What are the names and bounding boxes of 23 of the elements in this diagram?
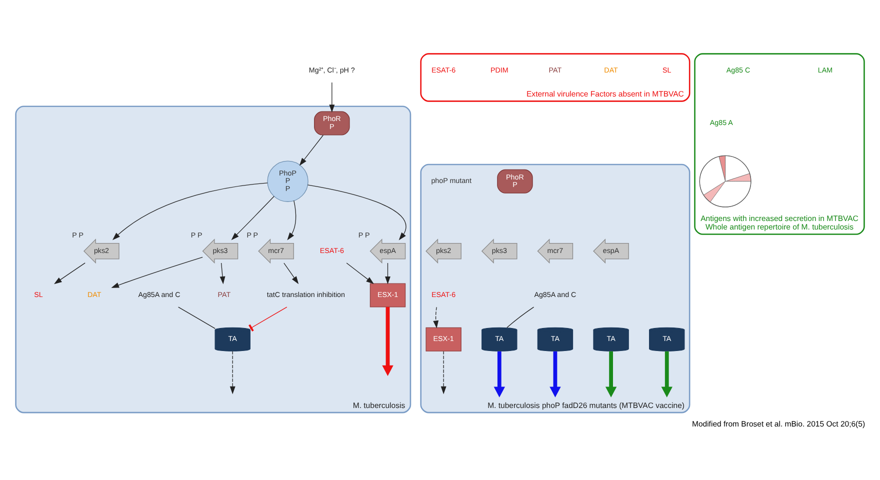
arrow	[54, 262, 86, 284]
arrow	[307, 184, 406, 240]
arrow	[299, 134, 324, 166]
connector	[506, 306, 534, 328]
connector	[248, 306, 288, 332]
arrow	[385, 262, 390, 284]
arrow	[440, 351, 446, 394]
arrow	[230, 351, 236, 394]
arrow	[605, 351, 617, 398]
arrow	[329, 82, 335, 112]
arrow	[284, 262, 299, 284]
connector	[178, 306, 216, 329]
arrow	[231, 196, 274, 240]
arrow	[111, 256, 203, 288]
arrow	[220, 262, 226, 284]
arrow	[382, 306, 394, 376]
arrow	[433, 306, 439, 328]
arrow	[346, 262, 374, 284]
arrow	[661, 351, 672, 398]
arrow	[494, 351, 505, 398]
arrow	[112, 182, 268, 240]
arrow	[287, 200, 296, 240]
arrow	[550, 351, 561, 398]
